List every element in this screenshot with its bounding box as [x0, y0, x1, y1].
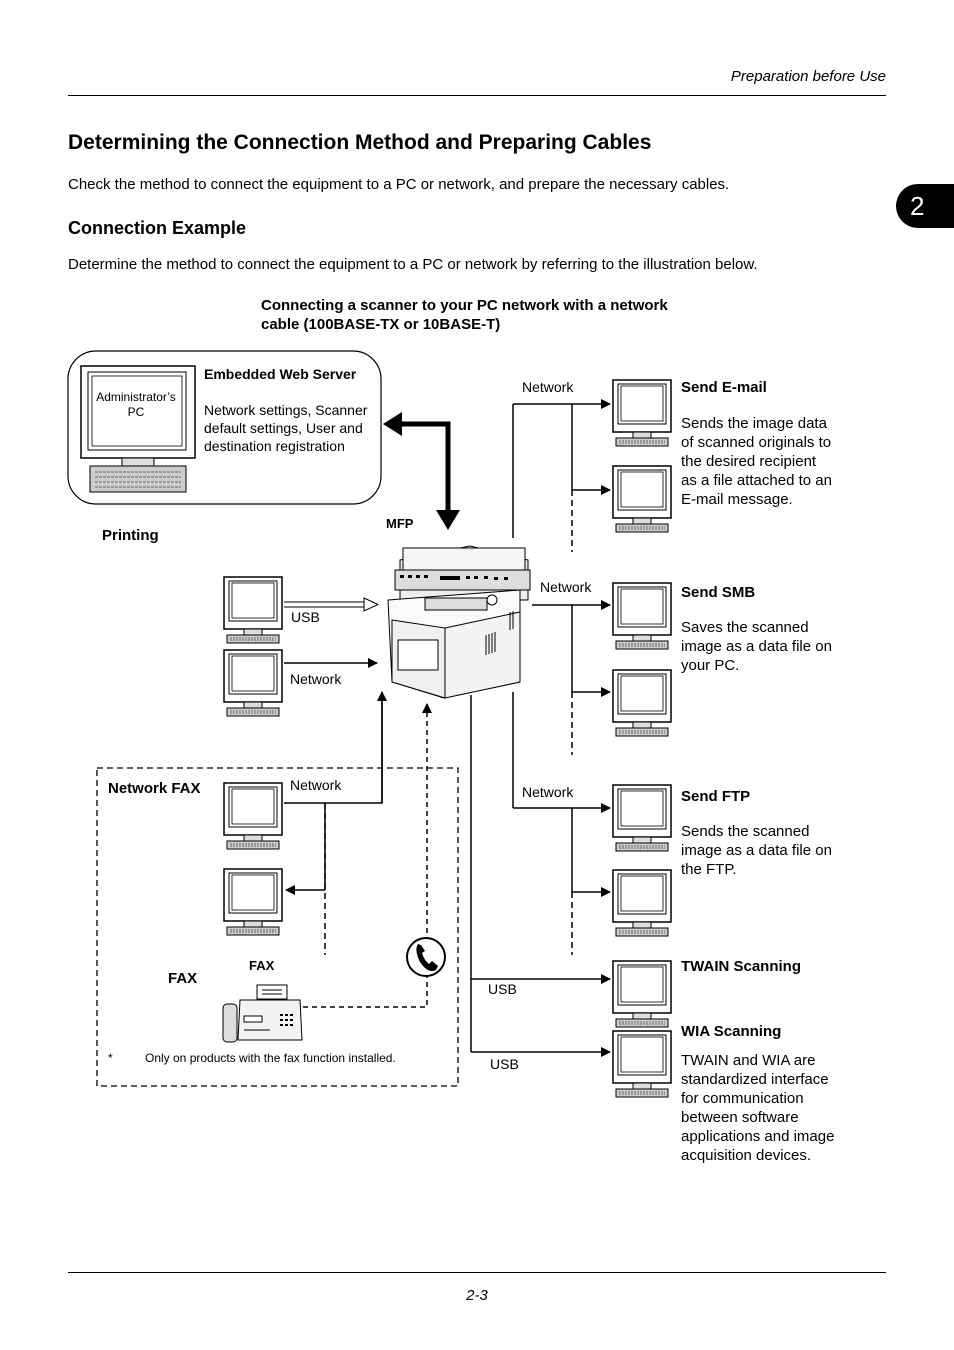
computer-icon [612, 869, 672, 937]
fax-line [276, 703, 432, 1008]
computer-icon [80, 365, 196, 493]
send-smb-title: Send SMB [681, 584, 756, 601]
fax-label: FAX [168, 970, 198, 987]
network-fax-label: Network FAX [108, 780, 201, 797]
desc-line: standardized interface [681, 1071, 829, 1088]
computer-icon [223, 782, 283, 850]
send-smb-desc: Saves the scanned image as a data file o… [681, 618, 832, 675]
wia-title: WIA Scanning [681, 1023, 782, 1040]
mfp-label: MFP [386, 516, 414, 531]
ews-line: default settings, User and [204, 420, 363, 436]
send-smb-lines [532, 600, 611, 755]
desc-line: as a file attached to an [681, 472, 832, 489]
network-label: Network [522, 784, 574, 800]
desc-line: Sends the image data [681, 415, 827, 432]
desc-line: TWAIN and WIA are [681, 1052, 816, 1069]
usb-print-arrow [284, 597, 380, 612]
send-ftp-lines [512, 692, 611, 955]
fax-dashed-box [96, 767, 459, 1087]
computer-icon [612, 960, 672, 1028]
fax-device-label: FAX [249, 958, 275, 973]
usb-label: USB [291, 609, 320, 625]
usb-label: USB [488, 981, 517, 997]
admin-pc-line: Administrator’s [96, 390, 176, 404]
subintro-text: Determine the method to connect the equi… [68, 256, 758, 273]
desc-line: of scanned originals to [681, 434, 832, 451]
network-label: Network [522, 379, 574, 395]
ews-title: Embedded Web Server [204, 366, 357, 382]
desc-line: for communication [681, 1090, 804, 1107]
page-title: Determining the Connection Method and Pr… [68, 131, 652, 154]
computer-icon [612, 465, 672, 533]
send-ftp-title: Send FTP [681, 788, 751, 805]
usb-scan-lines [470, 695, 611, 1057]
printing-label: Printing [102, 527, 159, 544]
ews-description: Network settings, Scanner default settin… [204, 401, 367, 455]
desc-line: applications and image [681, 1128, 835, 1145]
send-email-desc: Sends the image data of scanned original… [681, 414, 832, 509]
section-heading: Connection Example [68, 218, 247, 238]
fax-note-star: * [108, 1051, 113, 1065]
computer-icon [223, 868, 283, 936]
network-label: Network [290, 671, 342, 687]
network-label: Network [540, 579, 592, 595]
desc-line: Saves the scanned [681, 619, 809, 636]
desc-line: your PC. [681, 657, 740, 674]
desc-line: acquisition devices. [681, 1147, 812, 1164]
usb-label: USB [490, 1056, 519, 1072]
ews-line: Network settings, Scanner [204, 402, 368, 418]
computer-icon [612, 1030, 672, 1098]
desc-line: between software [681, 1109, 799, 1126]
computer-icon [612, 784, 672, 852]
diagram-caption: Connecting a scanner to your PC network … [261, 296, 668, 334]
chapter-tab: 2 [896, 184, 954, 228]
twain-title: TWAIN Scanning [681, 958, 801, 975]
desc-line: image as a data file on [681, 638, 832, 655]
admin-pc-line: PC [127, 405, 145, 419]
computer-icon [612, 669, 672, 737]
send-ftp-desc: Sends the scanned image as a data file o… [681, 822, 832, 879]
fax-note: Only on products with the fax function i… [145, 1051, 396, 1065]
send-email-title: Send E-mail [681, 379, 767, 396]
running-header: Preparation before Use [730, 68, 886, 85]
computer-icon [612, 582, 672, 650]
computer-icon [612, 379, 672, 447]
desc-line: the FTP. [681, 861, 737, 878]
desc-line: the desired recipient [681, 453, 817, 470]
desc-line: E-mail message. [681, 491, 793, 508]
desc-line: image as a data file on [681, 842, 832, 859]
intro-text: Check the method to connect the equipmen… [68, 176, 730, 193]
header-rule [68, 95, 886, 96]
send-email-lines [512, 399, 611, 552]
fax-machine-icon [222, 984, 303, 1043]
phone-icon [406, 937, 446, 977]
admin-pc-label: Administrator’s PC [88, 390, 184, 420]
computer-icon [223, 649, 283, 717]
page-number: 2-3 [466, 1287, 488, 1304]
caption-line: cable (100BASE-TX or 10BASE-T) [261, 316, 501, 333]
ews-line: destination registration [204, 438, 345, 454]
desc-line: Sends the scanned [681, 823, 810, 840]
wia-desc: TWAIN and WIA are standardized interface… [681, 1051, 834, 1165]
computer-icon [223, 576, 283, 644]
network-label: Network [290, 777, 342, 793]
ews-mfp-arrow [383, 412, 460, 530]
mfp-printer-icon [387, 545, 531, 699]
footer-rule [68, 1272, 886, 1273]
caption-line: Connecting a scanner to your PC network … [261, 297, 668, 314]
